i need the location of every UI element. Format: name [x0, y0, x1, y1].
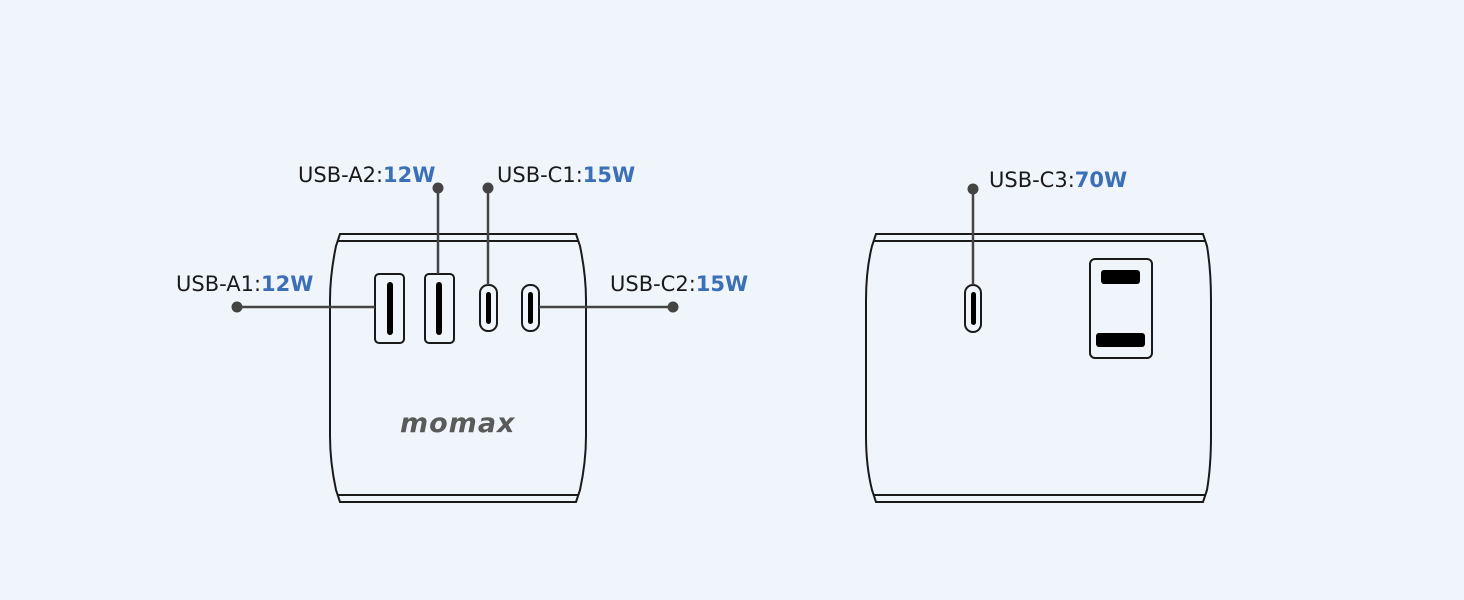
label-usb-c2: USB-C2:15W — [610, 274, 748, 295]
leader-usb-a2 — [432, 182, 444, 274]
leader-usb-c2 — [539, 301, 679, 313]
port-usb-a2 — [424, 273, 455, 344]
port-wattage: 15W — [582, 163, 636, 187]
brand-logo: momax — [400, 408, 516, 439]
leader-usb-c3 — [967, 183, 979, 285]
port-name: USB-A1: — [176, 272, 262, 296]
leader-usb-a1 — [231, 301, 375, 313]
plug-prong-top — [1101, 270, 1140, 284]
side-view-charger — [865, 233, 1212, 503]
port-name: USB-A2: — [298, 163, 384, 187]
port-name: USB-C3: — [989, 168, 1075, 192]
front-view-charger — [329, 233, 587, 503]
label-usb-a2: USB-A2:12W — [298, 165, 435, 186]
ac-plug — [1089, 258, 1153, 359]
leader-usb-c1 — [482, 182, 494, 285]
charger-body-outline — [865, 233, 1212, 503]
label-usb-a1: USB-A1:12W — [176, 274, 313, 295]
charger-body-outline — [329, 233, 587, 503]
port-usb-c1 — [479, 284, 498, 332]
plug-prong-bottom — [1096, 333, 1145, 347]
label-usb-c3: USB-C3:70W — [989, 170, 1127, 191]
port-wattage: 12W — [383, 163, 436, 187]
port-usb-c2 — [521, 284, 540, 332]
port-wattage: 12W — [261, 272, 314, 296]
port-name: USB-C1: — [497, 163, 583, 187]
port-name: USB-C2: — [610, 272, 696, 296]
port-wattage: 15W — [695, 272, 749, 296]
label-usb-c1: USB-C1:15W — [497, 165, 635, 186]
port-usb-c3 — [964, 284, 982, 333]
port-wattage: 70W — [1074, 168, 1128, 192]
port-usb-a1 — [374, 273, 405, 344]
